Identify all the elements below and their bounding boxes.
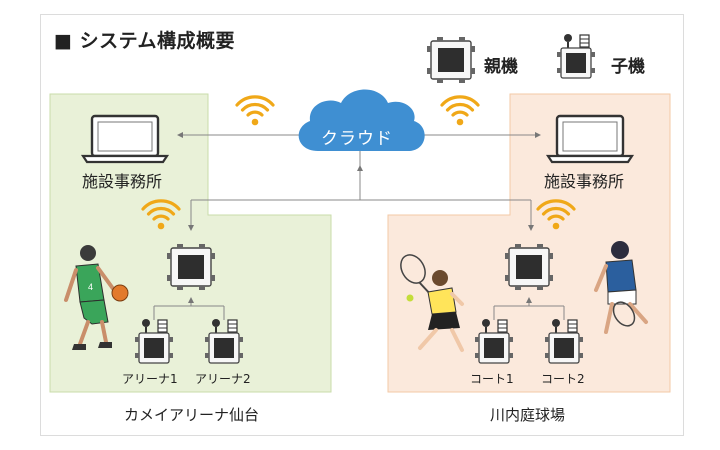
wifi-icon — [235, 95, 275, 127]
right-device2-label: コート2 — [541, 372, 585, 386]
right-venue-name: 川内庭球場 — [490, 406, 566, 424]
svg-text:4: 4 — [88, 282, 93, 292]
basketball-player-illustration: 4 — [64, 245, 129, 350]
tennis-player-illustration — [400, 254, 464, 352]
legend-child-label: 子機 — [611, 57, 645, 77]
left-venue-name: カメイアリーナ仙台 — [124, 406, 260, 424]
laptop-icon — [81, 114, 169, 164]
left-device1-label: アリーナ1 — [122, 372, 178, 386]
legend-parent-label: 親機 — [484, 57, 518, 77]
parent-unit-icon — [166, 243, 216, 291]
right-device1-label: コート1 — [470, 372, 514, 386]
parent-unit-icon — [504, 243, 554, 291]
right-office-label: 施設事務所 — [544, 172, 625, 191]
page-title: ■ システム構成概要 — [54, 30, 235, 52]
legend-parent-unit-icon — [426, 36, 476, 84]
tennis-player-illustration — [594, 241, 648, 334]
left-device2-label: アリーナ2 — [195, 372, 251, 386]
laptop-icon — [546, 114, 634, 164]
left-office-label: 施設事務所 — [82, 172, 163, 191]
legend-child-unit-icon — [556, 33, 596, 79]
cloud-label: クラウド — [321, 129, 393, 149]
wifi-icon — [440, 95, 480, 127]
cloud-icon — [298, 89, 425, 151]
